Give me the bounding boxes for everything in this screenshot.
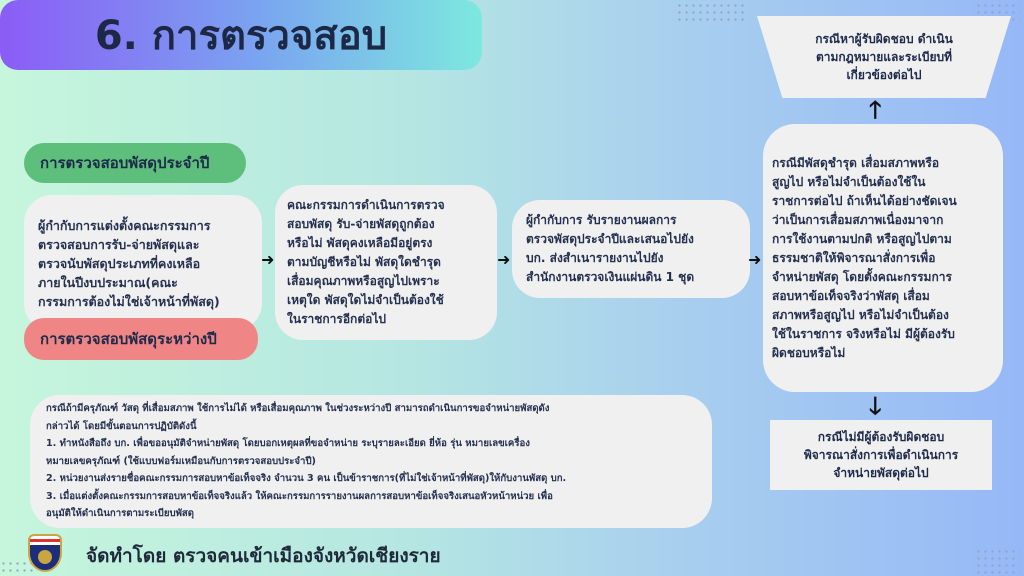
annual-inspection-header: การตรวจสอบพัสดุประจำปี <box>24 143 246 183</box>
immigration-bureau-logo <box>28 534 62 572</box>
arrow-right-icon: ➜ <box>497 250 511 269</box>
arrow-down-icon: 🡓 <box>869 392 882 420</box>
annual-step-3: ผู้กำกับการ รับรายงานผลการ ตรวจพัสดุประจ… <box>512 200 750 298</box>
decorative-dots <box>975 548 1020 574</box>
responsible-outcome-text: กรณีหาผู้รับผิดชอบ ดำเนิน ตามกฎหมายและระ… <box>815 32 953 82</box>
annual-step-3-text: ผู้กำกับการ รับรายงานผลการ ตรวจพัสดุประจ… <box>526 213 695 284</box>
annual-header-text: การตรวจสอบพัสดุประจำปี <box>40 154 210 172</box>
annual-step-2-text: คณะกรรมการดำเนินการตรวจ สอบพัสดุ รับ-จ่า… <box>287 198 445 326</box>
no-responsible-outcome: กรณีไม่มีผู้ต้องรับผิดชอบ พิจารณาสั่งการ… <box>770 420 992 490</box>
decorative-dots <box>676 2 746 22</box>
page-title: 6. การตรวจสอบ <box>0 0 482 70</box>
footer-credit: จัดทำโดย ตรวจคนเข้าเมืองจังหวัดเชียงราย <box>86 545 441 567</box>
page-title-text: 6. การตรวจสอบ <box>94 13 388 59</box>
midyear-procedure-text: กรณีถ้ามีครุภัณฑ์ วัสดุ ที่เสื่อมสภาพ ใช… <box>46 403 567 520</box>
midyear-inspection-header: การตรวจสอบพัสดุระหว่างปี <box>24 318 258 360</box>
midyear-header-text: การตรวจสอบพัสดุระหว่างปี <box>40 330 217 348</box>
annual-step-4: กรณีมีพัสดุชำรุด เสื่อมสภาพหรือ สูญไป หร… <box>763 124 1003 392</box>
midyear-procedure: กรณีถ้ามีครุภัณฑ์ วัสดุ ที่เสื่อมสภาพ ใช… <box>30 395 712 528</box>
responsible-outcome: กรณีหาผู้รับผิดชอบ ดำเนิน ตามกฎหมายและระ… <box>757 16 1011 98</box>
no-responsible-outcome-text: กรณีไม่มีผู้ต้องรับผิดชอบ พิจารณาสั่งการ… <box>803 430 959 480</box>
annual-step-1-text: ผู้กำกับการแต่งตั้งคณะกรรมการ ตรวจสอบการ… <box>38 217 220 309</box>
annual-step-2: คณะกรรมการดำเนินการตรวจ สอบพัสดุ รับ-จ่า… <box>275 185 497 340</box>
arrow-right-icon: ➜ <box>748 250 762 269</box>
decorative-dots <box>0 560 34 576</box>
arrow-up-icon: 🡑 <box>869 96 882 124</box>
annual-step-4-text: กรณีมีพัสดุชำรุด เสื่อมสภาพหรือ สูญไป หร… <box>772 155 957 360</box>
arrow-right-icon: ➜ <box>261 250 275 269</box>
annual-step-1: ผู้กำกับการแต่งตั้งคณะกรรมการ ตรวจสอบการ… <box>24 195 262 331</box>
